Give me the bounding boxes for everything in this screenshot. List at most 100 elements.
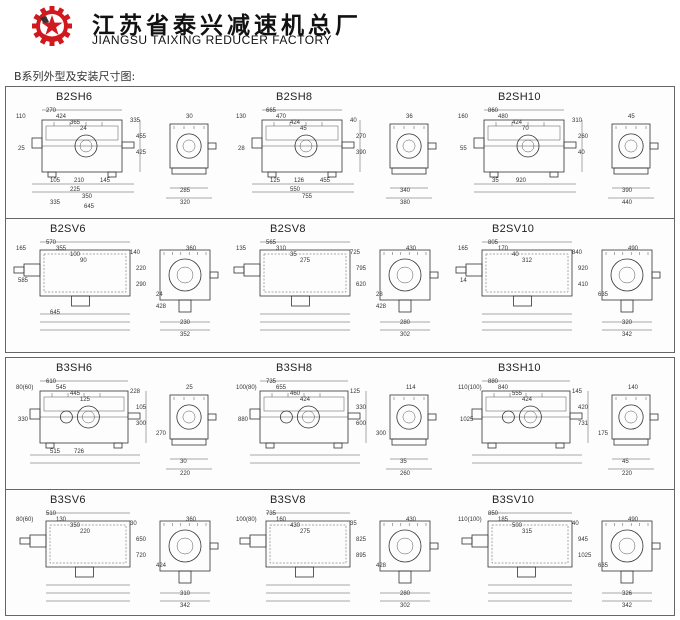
side-dimension-label: 220 — [622, 471, 633, 477]
dimension-label: 170 — [498, 246, 509, 252]
reducer-outline-drawing — [471, 380, 659, 470]
dimension-label: 645 — [50, 310, 61, 316]
dimension-label: 260 — [578, 134, 589, 140]
dimension-label: 125 — [80, 397, 91, 403]
side-dimension-label: 25 — [186, 385, 193, 391]
dimension-label: 425 — [136, 150, 147, 156]
side-dimension-label: 428 — [376, 304, 387, 310]
model-label: B2SV10 — [492, 223, 535, 235]
side-dimension-label: 635 — [598, 563, 609, 569]
model-label: B2SH8 — [276, 91, 313, 103]
dimension-label: 275 — [300, 258, 311, 264]
dimension-label: 145 — [572, 389, 583, 395]
side-dimension-label: 635 — [598, 292, 609, 298]
dimension-label: 220 — [136, 266, 147, 272]
dimension-label: 620 — [356, 282, 367, 288]
dimension-label: 795 — [356, 266, 367, 272]
side-dimension-label: 360 — [186, 517, 197, 523]
dimension-label: 645 — [84, 204, 95, 210]
dimension-label: 480 — [498, 114, 509, 120]
dimension-label: 665 — [266, 108, 277, 114]
dimension-label: 880 — [488, 379, 499, 385]
side-dimension-label: 28 — [376, 292, 383, 298]
company-name-chinese: 江苏省泰兴减速机总厂 — [92, 13, 362, 39]
side-dimension-label: 440 — [622, 200, 633, 206]
dimension-label: 105 — [136, 405, 147, 411]
dimension-label: 330 — [356, 405, 367, 411]
reducer-outline-drawing — [239, 512, 439, 602]
side-dimension-label: 285 — [180, 188, 191, 194]
side-dimension-label: 302 — [400, 603, 411, 609]
side-dimension-label: 260 — [400, 471, 411, 477]
dimension-label: 135 — [236, 246, 247, 252]
model-label: B3SH6 — [56, 362, 93, 374]
dimension-label: 275 — [300, 529, 311, 535]
side-dimension-label: 424 — [156, 563, 167, 569]
side-dimension-label: 390 — [622, 188, 633, 194]
side-dimension-label: 342 — [180, 603, 191, 609]
dimension-label: 110(100) — [458, 517, 482, 523]
dimension-label: 55 — [460, 146, 467, 152]
dimension-label: 70 — [522, 126, 529, 132]
reducer-outline-drawing — [13, 241, 219, 331]
dimension-label: 510 — [46, 511, 57, 517]
dimension-label: 270 — [46, 108, 57, 114]
dimension-label: 45 — [300, 126, 307, 132]
dimension-label: 945 — [578, 537, 589, 543]
dimension-label: 731 — [578, 421, 589, 427]
dimension-label: 470 — [276, 114, 287, 120]
reducer-outline-drawing — [29, 380, 217, 470]
model-label: B3SV6 — [50, 494, 86, 506]
dimension-label: 35 — [290, 252, 297, 258]
dimension-label: 28 — [238, 146, 245, 152]
dimension-label: 720 — [136, 553, 147, 559]
dimension-label: 145 — [100, 178, 111, 184]
dimension-label: 35 — [350, 521, 357, 527]
dimension-label: 110 — [16, 114, 26, 120]
dimension-label: 455 — [320, 178, 331, 184]
dimension-label: 105 — [50, 178, 61, 184]
dimension-label: 735 — [266, 379, 277, 385]
side-dimension-label: 300 — [376, 431, 387, 437]
dimension-label: 25 — [18, 146, 25, 152]
side-dimension-label: 326 — [622, 591, 633, 597]
side-dimension-label: 320 — [622, 320, 633, 326]
dimension-label: 125 — [270, 178, 281, 184]
dimension-label: 445 — [70, 391, 81, 397]
dimension-label: 840 — [498, 385, 509, 391]
reducer-outline-drawing — [251, 109, 437, 199]
dimension-label: 125 — [350, 389, 361, 395]
model-label: B3SH8 — [276, 362, 313, 374]
dimension-label: 650 — [136, 537, 147, 543]
dimension-label: 160 — [458, 114, 469, 120]
dimension-label: 860 — [488, 108, 499, 114]
side-dimension-label: 30 — [180, 459, 187, 465]
dimension-label: 350 — [82, 194, 93, 200]
dimension-label: 165 — [16, 246, 27, 252]
dimension-label: 850 — [488, 511, 499, 517]
dimension-label: 126 — [294, 178, 305, 184]
dimension-label: 460 — [290, 391, 301, 397]
dimension-label: 755 — [302, 194, 313, 200]
dimension-label: 390 — [356, 150, 367, 156]
dimension-label: 30 — [130, 521, 137, 527]
reducer-outline-drawing — [31, 109, 217, 199]
reducer-outline-drawing — [455, 241, 661, 331]
dimension-label: 825 — [356, 537, 367, 543]
dimension-label: 140 — [130, 250, 141, 256]
panel-2-divider — [5, 489, 675, 490]
dimension-label: 40 — [578, 150, 585, 156]
dimension-label: 315 — [522, 529, 533, 535]
side-dimension-label: 280 — [400, 320, 411, 326]
dimension-label: 565 — [266, 240, 277, 246]
three-stage-drawings-panel — [5, 357, 675, 616]
two-stage-drawings-panel — [5, 86, 675, 353]
